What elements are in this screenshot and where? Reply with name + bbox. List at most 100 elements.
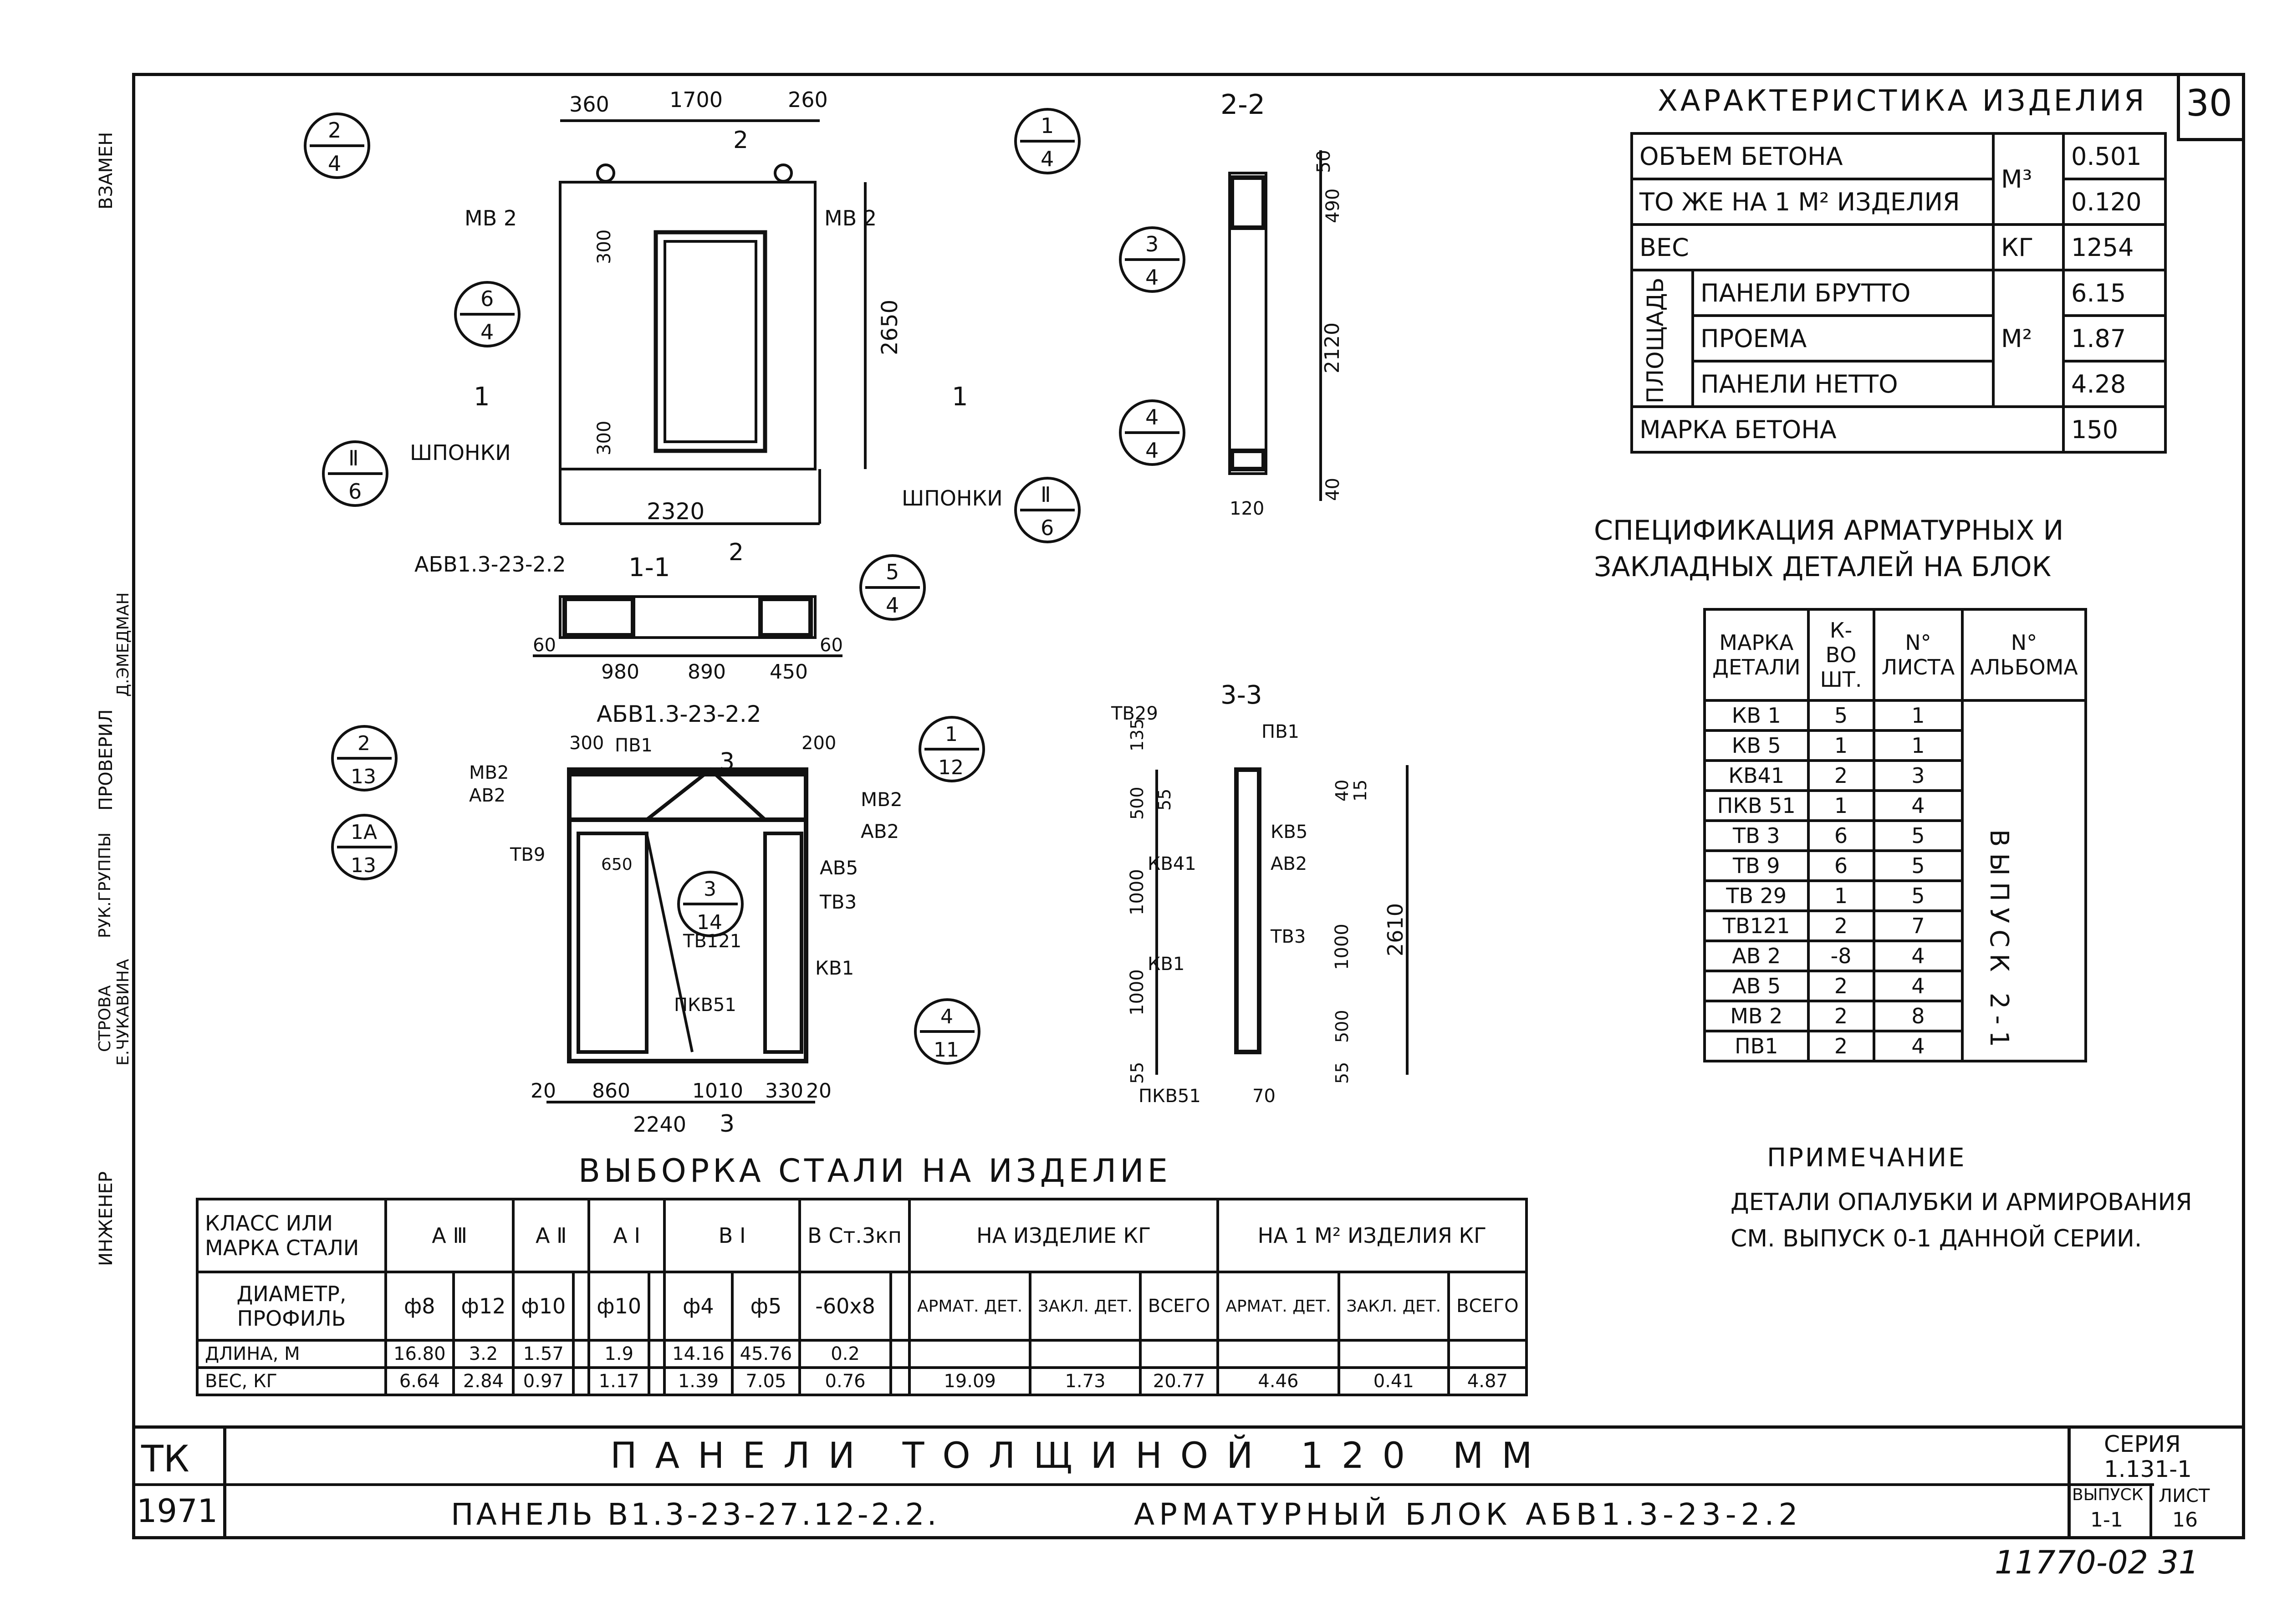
steel-diam: -60х8 [798,1271,892,1342]
sec22-callout-4-bot: 4 [1145,438,1159,463]
steel-diam: ф10 [512,1271,575,1342]
steel-diam [572,1271,591,1342]
spec-qty: 6 [1807,819,1875,852]
characteristics-title: ХАРАКТЕРИСТИКА ИЗДЕЛИЯ [1658,84,2147,118]
steel-diam: ВСЕГО [1138,1271,1220,1342]
spec-qty: 2 [1807,1030,1875,1062]
sec33-label-pkv51: ПКВ51 [1138,1086,1201,1107]
steel-weight: 2.84 [452,1366,515,1396]
sec11-sec2: 2 [729,539,744,566]
spec-header-mark: МАРКА ДЕТАЛИ [1703,608,1810,702]
sec33-r-15: 15 [1350,780,1370,802]
sec22-dim-490: 490 [1322,189,1343,223]
steel-diam [648,1271,666,1342]
spec-mark: ПКВ 51 [1703,789,1810,822]
sec22-dim-120: 120 [1230,498,1264,519]
block-label-pv1: ПВ1 [615,735,653,756]
block-callout-4-top: 4 [940,1005,953,1028]
char-value-opening: 1.87 [2062,314,2167,363]
steel-diam: ф5 [730,1271,802,1342]
steel-weight: 0.41 [1337,1366,1450,1396]
spec-qty: 1 [1807,729,1875,762]
steel-length: 0.2 [798,1339,892,1369]
note-line-1: ДЕТАЛИ ОПАЛУБКИ И АРМИРОВАНИЯ [1731,1189,2192,1216]
spec-qty: 6 [1807,849,1875,882]
block-label-tv3: ТВ3 [819,891,857,913]
steel-length: 1.57 [512,1339,575,1369]
steel-length: 3.2 [452,1339,515,1369]
stamp-number: 11770-02 31 [1995,1544,2199,1581]
series-value: 1.131-1 [2104,1456,2192,1482]
spec-sheet: 5 [1872,819,1964,852]
steel-weight [889,1366,911,1396]
block-dim-860: 860 [592,1079,630,1103]
sec22-dim-2120: 2120 [1321,322,1344,373]
steel-length [572,1339,591,1369]
note-title: ПРИМЕЧАНИЕ [1767,1143,1966,1173]
elev-dim-260: 260 [788,87,828,112]
elev-mb2-right: МВ 2 [824,206,877,230]
panel-elevation: 360 1700 260 2320 2650 300 300 МВ 2 МВ 2… [304,87,1081,543]
block-label-ab2-l: АВ2 [469,785,505,806]
sec22-callout-4-top: 4 [1145,405,1159,429]
char-unit-m3: М³ [1992,132,2065,226]
sec33-r-500: 500 [1332,1010,1352,1043]
char-label-brutto: ПАНЕЛИ БРУТТО [1691,269,1995,317]
spec-mark: ТВ 3 [1703,819,1810,852]
sec33-label-kv41: КВ41 [1148,853,1196,874]
steel-weight: 1.17 [587,1366,651,1396]
sec33-total: 2610 [1383,903,1408,956]
steel-diam: АРМАТ. ДЕТ. [908,1271,1032,1342]
steel-class-a1: А Ⅰ [587,1198,666,1273]
steel-diam: ЗАКЛ. ДЕТ. [1029,1271,1142,1342]
block-label-mb2-l: МВ2 [469,762,509,783]
block-dim-650: 650 [601,855,633,874]
callout-II-6-left-bot: 6 [348,479,362,504]
sec33-l-1000b: 1000 [1127,969,1148,1016]
spec-qty: 5 [1807,699,1875,732]
steel-length [1447,1339,1528,1369]
sec11-dim-980: 980 [601,660,639,684]
char-value-weight: 1254 [2062,223,2167,271]
spec-qty: 2 [1807,1000,1875,1032]
spec-sheet: 4 [1872,970,1964,1002]
sec33-r-1000: 1000 [1332,924,1353,970]
steel-length: 16.80 [384,1339,455,1369]
char-value-brutto: 6.15 [2062,269,2167,317]
block-callout-3-bot: 14 [697,911,722,934]
block-label-pkv51: ПКВ51 [674,995,736,1016]
spec-sheet: 8 [1872,1000,1964,1032]
sec33-label-kv1: КВ1 [1148,954,1184,975]
block-callout-3-top: 3 [704,878,716,901]
char-unit-kg: КГ [1992,223,2065,271]
block-dim-20l: 20 [531,1079,556,1103]
sheet-value: 16 [2172,1508,2198,1532]
block-dim-330: 330 [765,1079,803,1103]
spec-sheet: 4 [1872,1030,1964,1062]
callout-6-4-top: 6 [480,286,494,311]
spec-table: МАРКА ДЕТАЛИ К-ВО ШТ. N° ЛИСТА N° АЛЬБОМ… [1703,608,2087,1062]
title-block: ТК 1971 ПАНЕЛИ ТОЛЩИНОЙ 120 ММ ПАНЕЛЬ В1… [132,1425,2245,1539]
char-value-per-m2: 0.120 [2062,178,2167,226]
callout-II-6-right-top: Ⅱ [1041,482,1051,507]
sec33-l-135: 135 [1127,718,1147,751]
steel-weight [648,1366,666,1396]
elev-dim-300-top: 300 [594,230,615,264]
char-value-volume: 0.501 [2062,132,2167,180]
steel-diam: ф10 [587,1271,651,1342]
title-year: 1971 [137,1492,218,1530]
steel-diam [889,1271,911,1342]
spec-sheet: 3 [1872,759,1964,792]
steel-length [1216,1339,1340,1369]
callout-1-4-bot: 4 [1041,147,1054,171]
block-callout-2-bot: 13 [351,765,376,788]
sec11-title: 1-1 [628,553,670,582]
block-callout-1-top: 1 [945,723,958,746]
spec-mark: ТВ 9 [1703,849,1810,882]
spec-qty: -8 [1807,940,1875,972]
char-value-netto: 4.28 [2062,360,2167,408]
section-3-3: 3-3 135 500 55 1000 1000 55 40 15 1000 5… [1111,680,1409,1107]
steel-weight [572,1366,591,1396]
steel-length [889,1339,911,1369]
title-code: ТК [141,1438,189,1480]
